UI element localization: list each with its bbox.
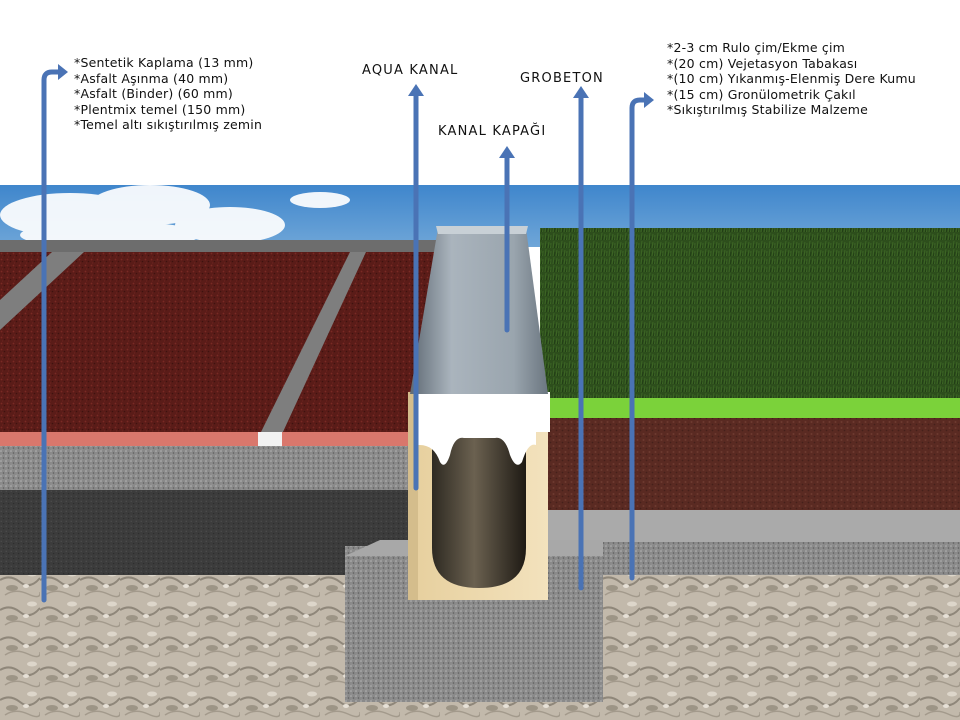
left-layer-list: *Sentetik Kaplama (13 mm) *Asfalt Aşınma… xyxy=(74,55,262,133)
arrow-head-kapak xyxy=(499,146,515,158)
aqua-kanal-label: AQUA KANAL xyxy=(362,63,459,78)
channel-cover-top xyxy=(436,226,528,234)
asphalt-wearing-layer xyxy=(0,446,440,490)
left-layer-item: *Sentetik Kaplama (13 mm) xyxy=(74,55,254,70)
right-layer-item: *(10 cm) Yıkanmış-Elenmiş Dere Kumu xyxy=(667,71,916,86)
arrow-head-right xyxy=(644,92,654,108)
grass-surface xyxy=(540,228,960,400)
channel-body-shadow xyxy=(408,392,418,600)
arrow-right-layers xyxy=(629,97,647,581)
sand-layer xyxy=(540,510,960,542)
gravel-layer xyxy=(540,542,960,578)
red-surface-edge xyxy=(0,432,440,446)
right-layer-list: *2-3 cm Rulo çim/Ekme çim *(20 cm) Vejet… xyxy=(667,40,916,118)
channel-grate-ribs xyxy=(418,430,536,465)
arrow-head-left xyxy=(58,64,68,80)
vegetation-layer xyxy=(540,418,960,510)
right-layer-item: *2-3 cm Rulo çim/Ekme çim xyxy=(667,40,846,55)
arrow-heads xyxy=(58,64,654,158)
left-layer-item: *Temel altı sıkıştırılmış zemin xyxy=(74,117,263,132)
right-layer-item: *(20 cm) Vejetasyon Tabakası xyxy=(667,55,858,71)
arrow-head-aqua xyxy=(408,84,424,96)
left-layer-item: *Plentmix temel (150 mm) xyxy=(74,101,246,117)
white-line-marker xyxy=(258,432,282,446)
synthetic-surface-top-edge xyxy=(0,240,440,254)
left-layer-item: *Asfalt Aşınma (40 mm) xyxy=(74,70,229,86)
right-layer-item: *(15 cm) Gronülometrik Çakıl xyxy=(667,86,856,102)
clouds xyxy=(0,185,350,249)
arrow-head-grobeton xyxy=(573,86,589,98)
channel-lip xyxy=(418,392,550,432)
kanal-kapagi-label: KANAL KAPAĞI xyxy=(438,124,547,139)
right-layer-item: *Sıkıştırılmış Stabilize Malzeme xyxy=(667,102,868,117)
grobeton-label: GROBETON xyxy=(520,71,604,86)
synthetic-surface xyxy=(0,252,440,434)
grass-edge xyxy=(540,398,960,418)
channel-inner-opening xyxy=(432,430,526,588)
left-layer-item: *Asfalt (Binder) (60 mm) xyxy=(74,86,233,101)
arrow-left-layers xyxy=(41,69,61,603)
pointer-arrows xyxy=(41,69,647,603)
channel-cover xyxy=(410,228,548,394)
